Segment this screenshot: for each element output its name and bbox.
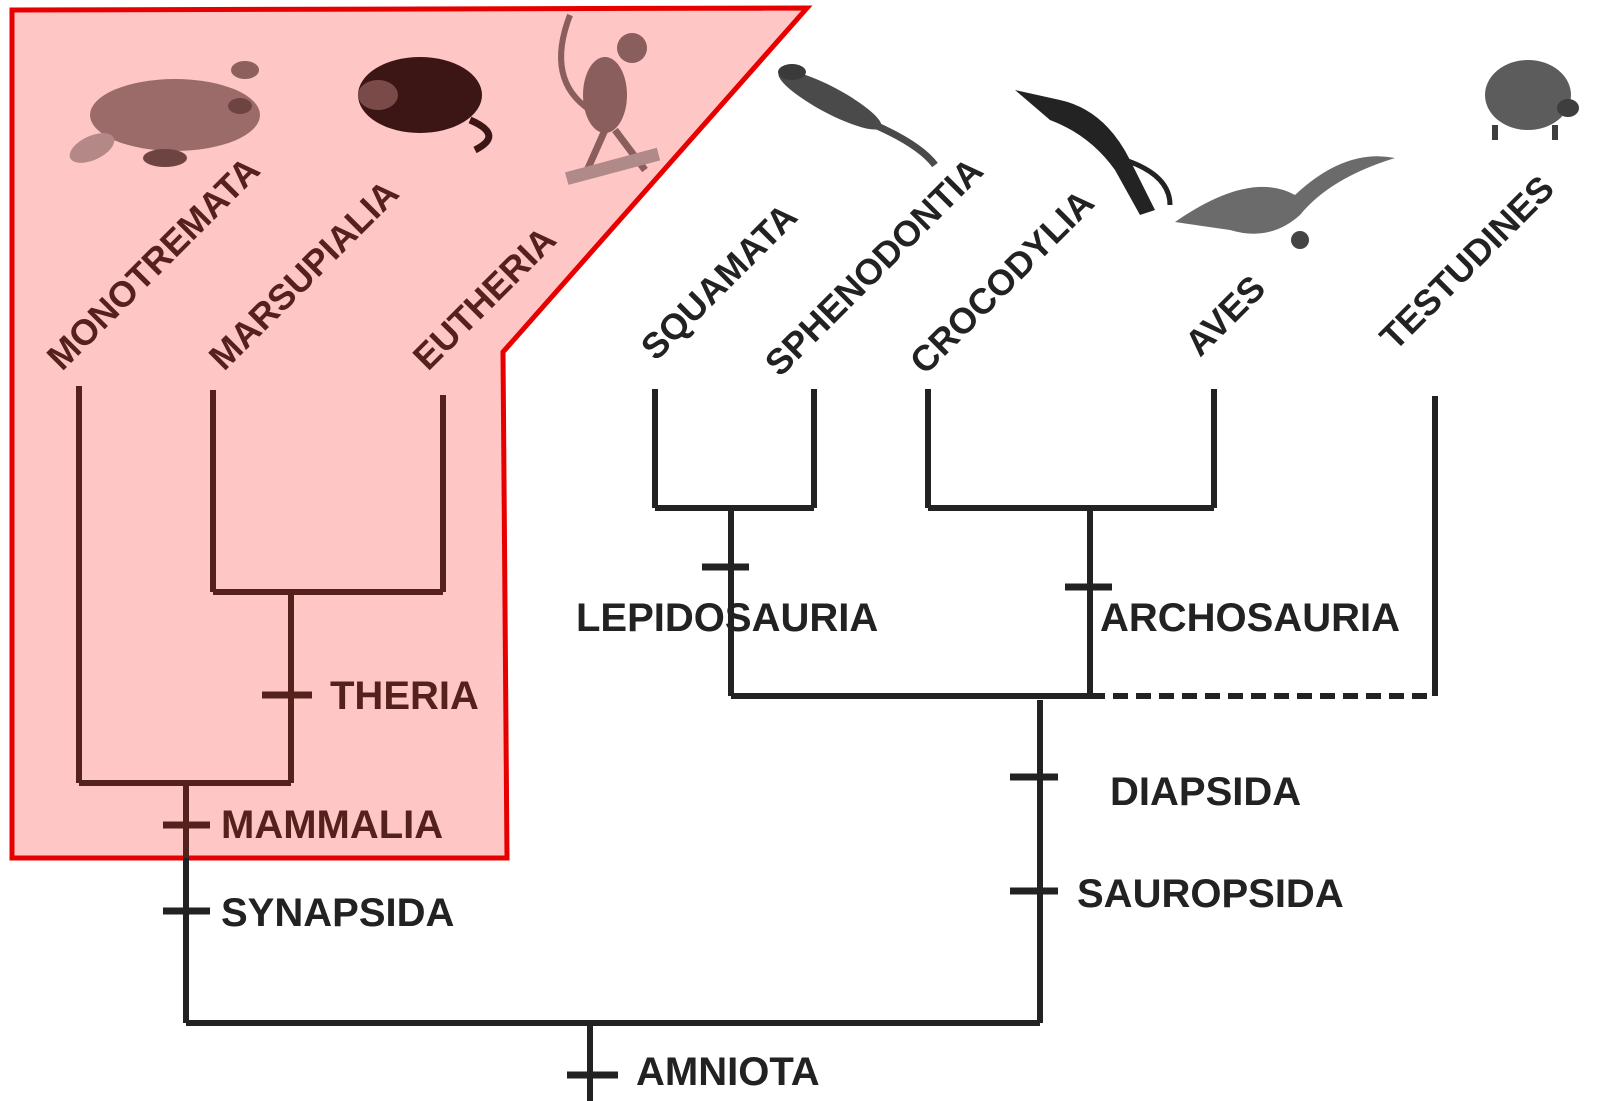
clade-synapsida: SYNAPSIDA [221,891,454,935]
crocodile-icon [1015,90,1170,215]
tortoise-icon [1485,60,1579,140]
vulture-icon [1175,156,1395,249]
clade-archosauria: ARCHOSAURIA [1100,596,1400,640]
clade-lepidosauria: LEPIDOSAURIA [576,596,878,640]
lizard-icon [773,61,935,165]
taxon-testudines: TESTUDINES [1372,167,1562,357]
clade-diapsida: DIAPSIDA [1110,770,1301,814]
clade-mammalia: MAMMALIA [221,803,443,847]
clade-theria: THERIA [330,674,479,718]
clade-amniota: AMNIOTA [636,1050,820,1094]
clade-sauropsida: SAUROPSIDA [1077,872,1344,916]
taxon-aves: AVES [1177,267,1273,363]
